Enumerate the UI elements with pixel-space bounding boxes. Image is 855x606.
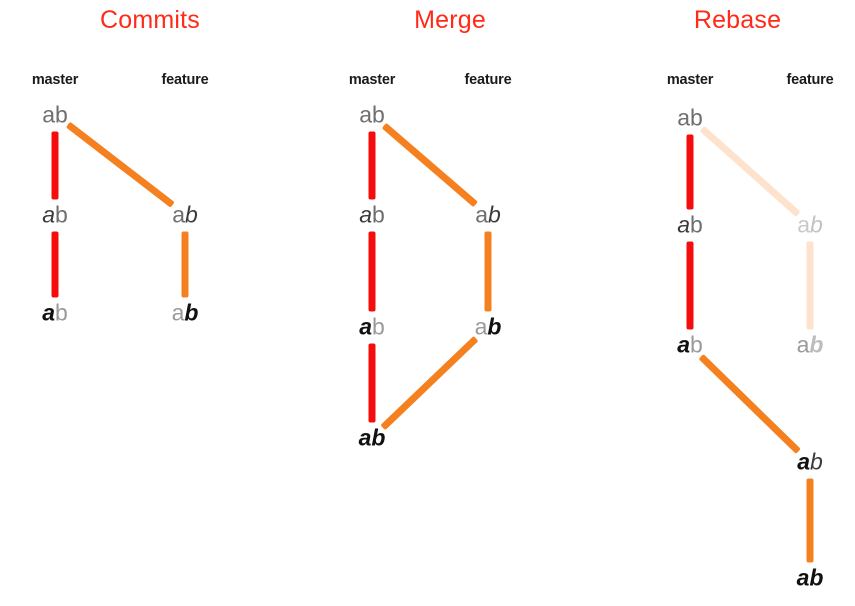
branch-header-rebase-master: master [666, 72, 714, 88]
commit-node-r-m0: ab [677, 104, 703, 131]
commit-glyph-b: b [55, 201, 68, 228]
commit-glyph-b: b [488, 201, 501, 228]
commit-glyph-a: a [797, 211, 810, 238]
commit-glyph-a: a [172, 201, 185, 228]
commit-glyph-b: b [55, 101, 68, 128]
commit-glyph-b: b [690, 104, 703, 131]
commit-glyph-a: a [677, 211, 690, 238]
edge-c-e3 [65, 121, 175, 209]
commit-node-r-m1: ab [677, 211, 703, 238]
commit-glyph-a: a [42, 101, 55, 128]
commit-glyph-a: a [677, 104, 690, 131]
edge-g-e3 [368, 343, 376, 422]
commit-glyph-b: b [690, 211, 703, 238]
commit-node-g-m3: ab [358, 424, 386, 451]
commit-glyph-b: b [372, 313, 385, 340]
commit-glyph-b: b [487, 313, 502, 340]
edge-r-e4 [806, 241, 814, 329]
commit-glyph-b: b [809, 564, 824, 591]
edge-g-e2 [368, 231, 376, 311]
commit-node-g-m1: ab [359, 201, 385, 228]
branch-header-commits-feature: feature [161, 72, 209, 88]
edge-g-e5 [484, 231, 492, 311]
commit-node-c-m2: ab [42, 299, 68, 326]
edge-g-e1 [368, 131, 376, 199]
panel-title-commits: Commits [99, 6, 200, 34]
commit-glyph-a: a [42, 299, 55, 326]
edge-r-e2 [686, 241, 694, 329]
commit-node-c-f2: ab [171, 299, 199, 326]
commit-glyph-b: b [55, 299, 68, 326]
commit-node-c-m1: ab [42, 201, 68, 228]
commit-glyph-a: a [359, 101, 372, 128]
commit-glyph-a: a [797, 448, 810, 475]
commit-node-c-f1: ab [172, 201, 198, 228]
edge-r-e3 [699, 126, 801, 217]
commit-glyph-a: a [474, 313, 488, 340]
commit-glyph-a: a [358, 424, 372, 451]
commit-node-r-f3: ab [797, 448, 823, 475]
commit-node-g-m0: ab [359, 101, 385, 128]
commit-glyph-a: a [42, 201, 55, 228]
panel-title-rebase: Rebase [693, 6, 782, 34]
commit-glyph-a: a [359, 313, 372, 340]
edge-g-e4 [381, 122, 479, 208]
commit-glyph-b: b [372, 101, 385, 128]
commit-node-r-f2: ab [796, 331, 824, 358]
commit-glyph-b: b [690, 331, 703, 358]
commit-node-r-m2: ab [677, 331, 703, 358]
branch-header-commits-master: master [31, 72, 79, 88]
commit-glyph-a: a [796, 564, 810, 591]
commit-glyph-a: a [796, 331, 810, 358]
edge-c-e2 [51, 231, 59, 297]
edge-r-e1 [686, 134, 694, 209]
edge-r-e5 [699, 353, 801, 454]
commit-glyph-a: a [171, 299, 185, 326]
commit-glyph-b: b [371, 424, 386, 451]
commit-glyph-b: b [372, 201, 385, 228]
commit-node-g-m2: ab [359, 313, 385, 340]
commit-glyph-b: b [810, 211, 823, 238]
commit-node-g-f1: ab [475, 201, 501, 228]
commit-node-r-f4: ab [796, 564, 824, 591]
edge-r-e6 [806, 478, 814, 562]
edge-c-e1 [51, 131, 59, 199]
commit-glyph-b: b [809, 331, 824, 358]
commit-glyph-a: a [359, 201, 372, 228]
edge-c-e4 [181, 231, 189, 297]
commit-glyph-a: a [677, 331, 690, 358]
panel-title-merge: Merge [414, 6, 486, 34]
commit-glyph-a: a [475, 201, 488, 228]
commit-node-c-m0: ab [42, 101, 68, 128]
branch-header-merge-master: master [348, 72, 396, 88]
commit-glyph-b: b [810, 448, 823, 475]
commit-node-g-f2: ab [474, 313, 502, 340]
commit-glyph-b: b [185, 201, 198, 228]
branch-header-rebase-feature: feature [786, 72, 834, 88]
commit-node-r-f1: ab [797, 211, 823, 238]
branch-header-merge-feature: feature [464, 72, 512, 88]
edge-g-e6 [381, 335, 479, 430]
commit-glyph-b: b [184, 299, 199, 326]
